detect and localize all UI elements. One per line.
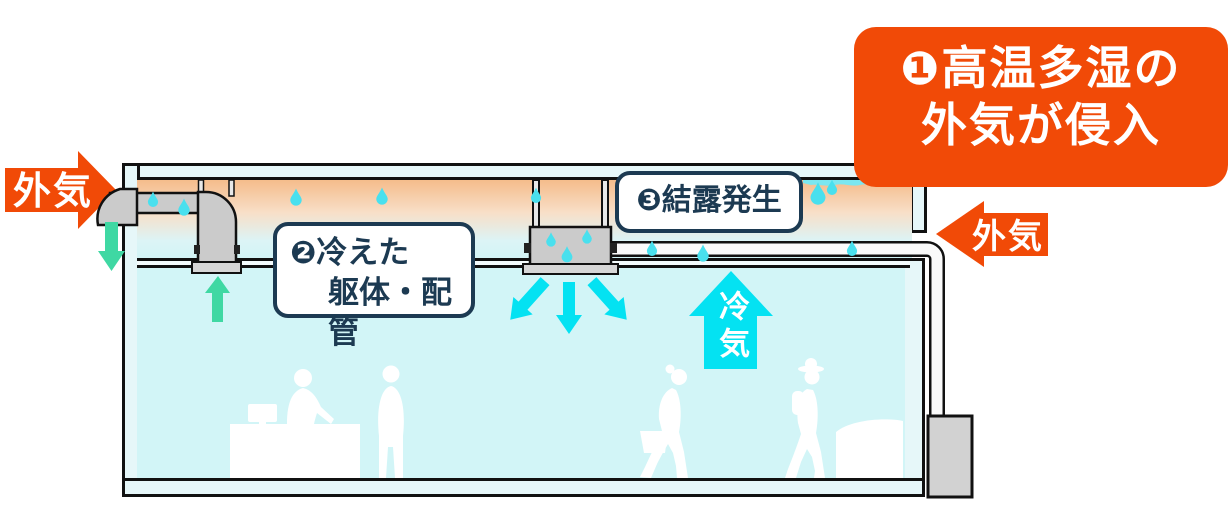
step1-number-badge: ❶: [900, 41, 942, 95]
supply-air-arrow-icon: [587, 277, 627, 320]
outdoor-unit: [926, 414, 974, 499]
register-monitor: [248, 404, 277, 422]
outside-air-left-label: 外気: [13, 169, 94, 213]
monitor-stand: [259, 421, 266, 426]
customer-with-hat: [804, 369, 820, 385]
exhaust-down-arrow-icon: [98, 222, 125, 271]
droplet-icon: [697, 244, 709, 262]
customer-with-basket: [665, 364, 675, 374]
customer-with-hat: [805, 358, 817, 370]
droplet-icon: [546, 232, 556, 247]
ceiling-grille: [191, 261, 242, 274]
outside-air-right-arrowhead-icon: [936, 201, 984, 267]
cold-air-up-arrow-icon: [689, 271, 773, 369]
shopping-basket: [640, 431, 668, 453]
droplet-icon: [530, 187, 542, 203]
store-scene: [230, 358, 903, 478]
duct-hanger-rod: [532, 179, 540, 229]
outside-air-right-arrow: [984, 213, 1048, 256]
droplet-icon: [810, 182, 826, 205]
duct-bolt: [524, 243, 531, 253]
cashier-person: [294, 369, 312, 387]
cashier-person: [287, 388, 334, 424]
outside-air-right-label: 外気: [972, 217, 1044, 257]
droplet-icon: [561, 246, 573, 263]
duct-hanger-rod: [601, 179, 609, 229]
droplet-icon: [826, 179, 838, 195]
duct-bolt: [194, 245, 200, 254]
callout-step2-line2: 躯体・配管: [328, 275, 452, 351]
duct-elbow: [196, 190, 238, 266]
step3-number-badge: ❸: [636, 183, 662, 218]
droplet-icon: [376, 187, 388, 205]
refrigerant-pipe: [610, 241, 945, 416]
duct-bolt: [234, 245, 240, 254]
callout-step2-chilled-structure: ❷冷えた 躯体・配管: [273, 222, 475, 351]
cold-air-label: 冷気: [713, 290, 750, 364]
ceiling-grille: [522, 263, 619, 275]
droplet-icon: [582, 229, 592, 244]
duct-bolt: [610, 243, 617, 253]
customer-with-hat: [785, 389, 825, 478]
callout-step3-condensation: ❸結露発生: [615, 171, 803, 233]
callout-step1-hot-humid-air: ❶高温多湿の 外気が侵入: [854, 27, 1228, 187]
step2-number-badge: ❷: [290, 235, 317, 271]
duct-hanger-rod: [228, 179, 235, 197]
customer-standing: [378, 386, 404, 478]
droplet-icon: [846, 240, 858, 256]
droplet-icon: [147, 191, 159, 207]
outside-hood: [96, 187, 139, 227]
customer-standing: [382, 365, 400, 383]
supply-air-arrow-icon: [510, 277, 550, 320]
display-shelf: [836, 419, 903, 478]
floor-slab: [122, 478, 925, 497]
callout-step2-line1: ❷冷えた: [290, 235, 410, 271]
callout-step1-line1: ❶高温多湿の: [900, 41, 1182, 95]
exhaust-air-arrows: [98, 222, 230, 322]
droplet-icon: [178, 198, 190, 216]
customer-with-basket: [671, 369, 687, 385]
callout-step1-line2: 外気が侵入: [921, 98, 1161, 152]
outside-air-left-arrow: [5, 168, 79, 212]
checkout-counter: [230, 424, 360, 478]
supply-air-arrow-icon: [556, 282, 582, 334]
cold-air-arrows: [510, 271, 773, 369]
droplet-icon: [646, 240, 658, 256]
exhaust-up-arrow-icon: [205, 276, 230, 322]
droplet-icon: [290, 188, 302, 206]
